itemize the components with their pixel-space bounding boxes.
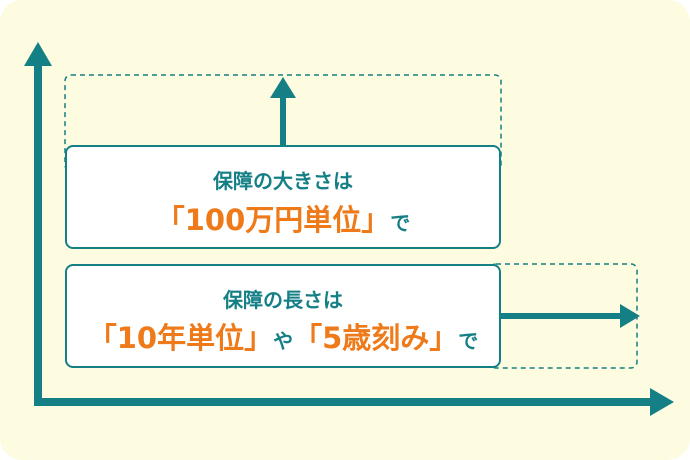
coverage-size-box: 保障の大きさは 「100万円単位」で [65,145,501,249]
coverage-length-box: 保障の長さは 「10年単位」や「5歳刻み」で [65,264,501,368]
coverage-length-joiner: や [273,329,294,353]
coverage-size-unit-line: 「100万円単位」で [67,197,499,239]
coverage-size-tail: で [390,211,411,235]
coverage-size-unit: 「100万円単位」 [155,203,391,237]
size-growth-arrow-icon [270,77,296,98]
length-growth-arrow-icon [620,304,640,328]
coverage-length-unit-line: 「10年単位」や「5歳刻み」で [67,315,499,357]
vertical-axis-arrow-icon [24,42,52,66]
coverage-size-heading: 保障の大きさは [213,169,353,193]
coverage-length-unit-age: 「5歳刻み」 [293,321,459,355]
coverage-length-unit-years: 「10年単位」 [87,321,274,355]
coverage-length-tail: で [458,329,479,353]
coverage-length-heading: 保障の長さは [223,288,343,312]
horizontal-axis-arrow-icon [650,388,674,416]
